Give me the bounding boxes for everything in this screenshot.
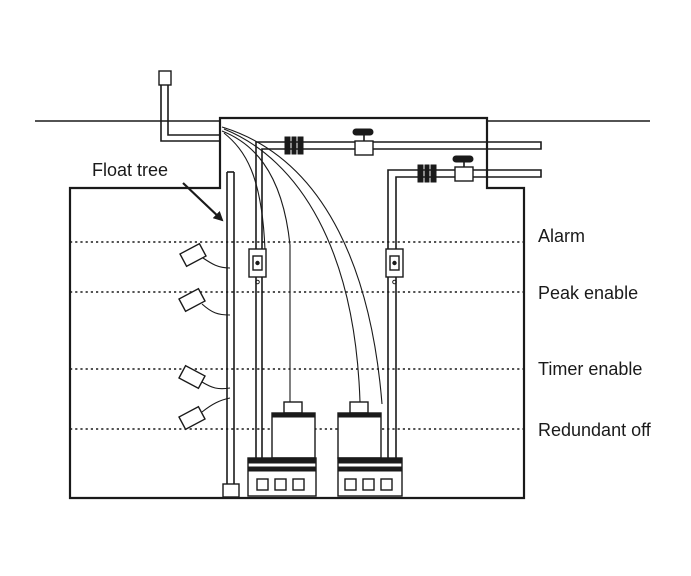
level-label-alarm: Alarm [538, 226, 585, 246]
float-tree-pipe [222, 171, 240, 498]
float-redundant-off [178, 397, 231, 431]
discharge-pipe-right [385, 155, 542, 458]
pump-cables [221, 126, 383, 405]
junction-box [158, 70, 220, 142]
float-peak-enable [178, 287, 231, 316]
level-lines [70, 241, 524, 430]
pump-1 [247, 401, 317, 497]
level-label-redundant-off: Redundant off [538, 420, 652, 440]
discharge-pipe-left [248, 128, 542, 458]
floats [178, 242, 231, 431]
float-tree-arrow [182, 182, 224, 222]
level-label-timer-enable: Timer enable [538, 359, 642, 379]
float-alarm [179, 242, 231, 269]
level-label-peak-enable: Peak enable [538, 283, 638, 303]
pump-2 [337, 401, 403, 497]
basin-outline [68, 116, 526, 500]
float-tree-label: Float tree [92, 160, 168, 180]
float-timer-enable [178, 364, 231, 390]
